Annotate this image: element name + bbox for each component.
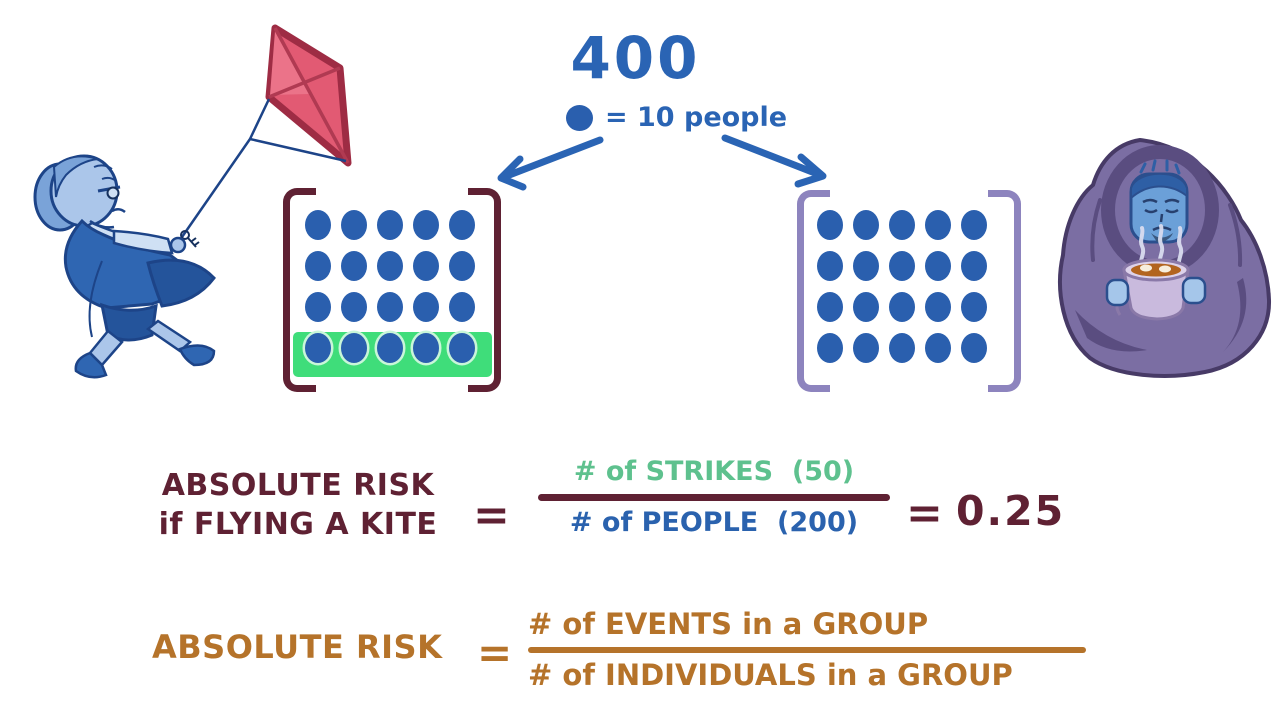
general-formula-fraction: # of EVENTS in a GROUP # of INDIVIDUALS …: [528, 607, 1086, 692]
general-formula-denominator: # of INDIVIDUALS in a GROUP: [528, 658, 1013, 692]
fraction-bar: [528, 647, 1086, 653]
arrow-right-icon: [721, 134, 827, 188]
equals-sign: =: [473, 490, 510, 541]
person-dot: [853, 292, 879, 322]
general-formula-label: ABSOLUTE RISK: [152, 628, 443, 666]
person-dot: [817, 292, 843, 322]
person-dot: [413, 292, 439, 322]
right-bracket-icon: [988, 190, 1021, 392]
right-bracket-icon: [468, 188, 501, 392]
dot-grid-kite: [305, 210, 475, 363]
person-dot: [889, 251, 915, 281]
person-dot: [305, 333, 331, 363]
person-dot: [925, 292, 951, 322]
person-dot: [889, 210, 915, 240]
kite-formula-numerator: # of STRIKES (50): [573, 456, 855, 487]
hands: [1105, 276, 1207, 307]
legend-text: = 10 people: [605, 102, 788, 133]
key-icon: [180, 230, 200, 248]
person-dot: [341, 251, 367, 281]
dot-row: [305, 210, 475, 240]
person-dot: [341, 292, 367, 322]
person-dot: [377, 333, 403, 363]
person-dot: [925, 210, 951, 240]
person-dot: [413, 333, 439, 363]
dot-row: [817, 292, 987, 322]
person-dot: [889, 292, 915, 322]
left-bracket-icon: [283, 188, 316, 392]
person-dot: [853, 251, 879, 281]
left-bracket-icon: [797, 190, 830, 392]
split-arrows: [497, 134, 827, 191]
kite: [265, 24, 352, 167]
mug: [1115, 258, 1190, 321]
equals-sign: =: [477, 628, 513, 677]
kite-flyer-illustration: [33, 24, 352, 379]
person-dot: [341, 333, 367, 363]
dot-row: [817, 210, 987, 240]
group-kite-flyers: [283, 188, 501, 392]
person-dot-icon: [566, 104, 593, 131]
person-dot: [449, 333, 475, 363]
person-dot: [377, 292, 403, 322]
person-dot: [413, 210, 439, 240]
total-count: 400: [570, 24, 701, 92]
kite-string: [180, 98, 347, 238]
blanket-face: [1129, 159, 1189, 244]
person-dot: [889, 333, 915, 363]
person-dot: [961, 292, 987, 322]
person-dot: [377, 251, 403, 281]
dot-row: [817, 251, 987, 281]
person-dot: [853, 333, 879, 363]
person-dot: [413, 251, 439, 281]
dot-row: [305, 333, 475, 363]
blanket-character-illustration: [1058, 137, 1272, 378]
legend: = 10 people: [566, 102, 787, 133]
person-dot: [961, 251, 987, 281]
franklin-character: [33, 154, 216, 379]
person-dot: [449, 251, 475, 281]
arrow-left-icon: [497, 136, 604, 191]
person-dot: [305, 292, 331, 322]
kite-formula-fraction: # of STRIKES (50) # of PEOPLE (200): [538, 456, 890, 538]
group-blanket-people: [797, 190, 1021, 392]
kite-formula-result: 0.25: [956, 487, 1066, 535]
person-dot: [377, 210, 403, 240]
person-dot: [449, 292, 475, 322]
person-dot: [817, 333, 843, 363]
person-dot: [817, 251, 843, 281]
person-dot: [341, 210, 367, 240]
person-dot: [925, 251, 951, 281]
person-dot: [925, 333, 951, 363]
person-dot: [853, 210, 879, 240]
person-dot: [305, 251, 331, 281]
kite-formula-denominator: # of PEOPLE (200): [569, 507, 859, 538]
person-dot: [305, 210, 331, 240]
dot-row: [305, 292, 475, 322]
dot-grid-blanket: [817, 210, 987, 363]
general-formula-numerator: # of EVENTS in a GROUP: [528, 607, 929, 641]
fraction-bar: [538, 494, 890, 501]
person-dot: [817, 210, 843, 240]
kite-formula-label-line1: ABSOLUTE RISK: [161, 468, 435, 503]
person-dot: [961, 333, 987, 363]
dot-row: [305, 251, 475, 281]
person-dot: [449, 210, 475, 240]
dot-row: [817, 333, 987, 363]
equals-sign: =: [906, 488, 943, 539]
person-dot: [961, 210, 987, 240]
kite-formula-label: ABSOLUTE RISK if FLYING A KITE: [150, 466, 446, 544]
kite-formula-label-line2: if FLYING A KITE: [158, 507, 438, 542]
